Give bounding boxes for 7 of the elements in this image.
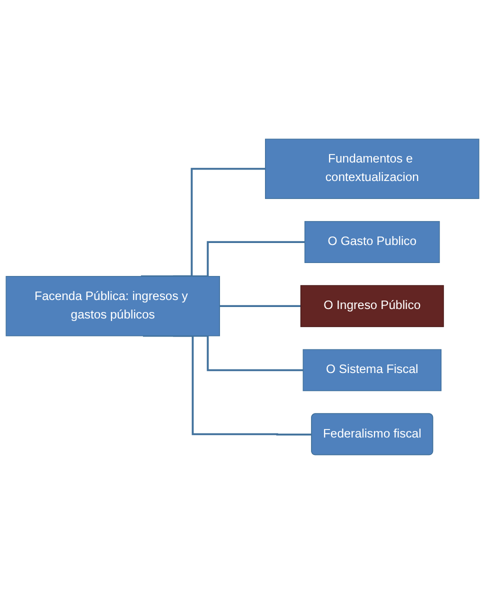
node-box: O Gasto Publico <box>304 220 440 263</box>
node-box: O Sistema Fiscal <box>302 348 442 391</box>
node-box: Fundamentos e contextualizacion <box>265 138 480 199</box>
connector <box>220 304 301 307</box>
connector <box>142 334 312 436</box>
node-box: O Ingreso Público <box>300 284 444 327</box>
node-box: Facenda Pública: ingresos y gastos públicos <box>6 276 220 336</box>
